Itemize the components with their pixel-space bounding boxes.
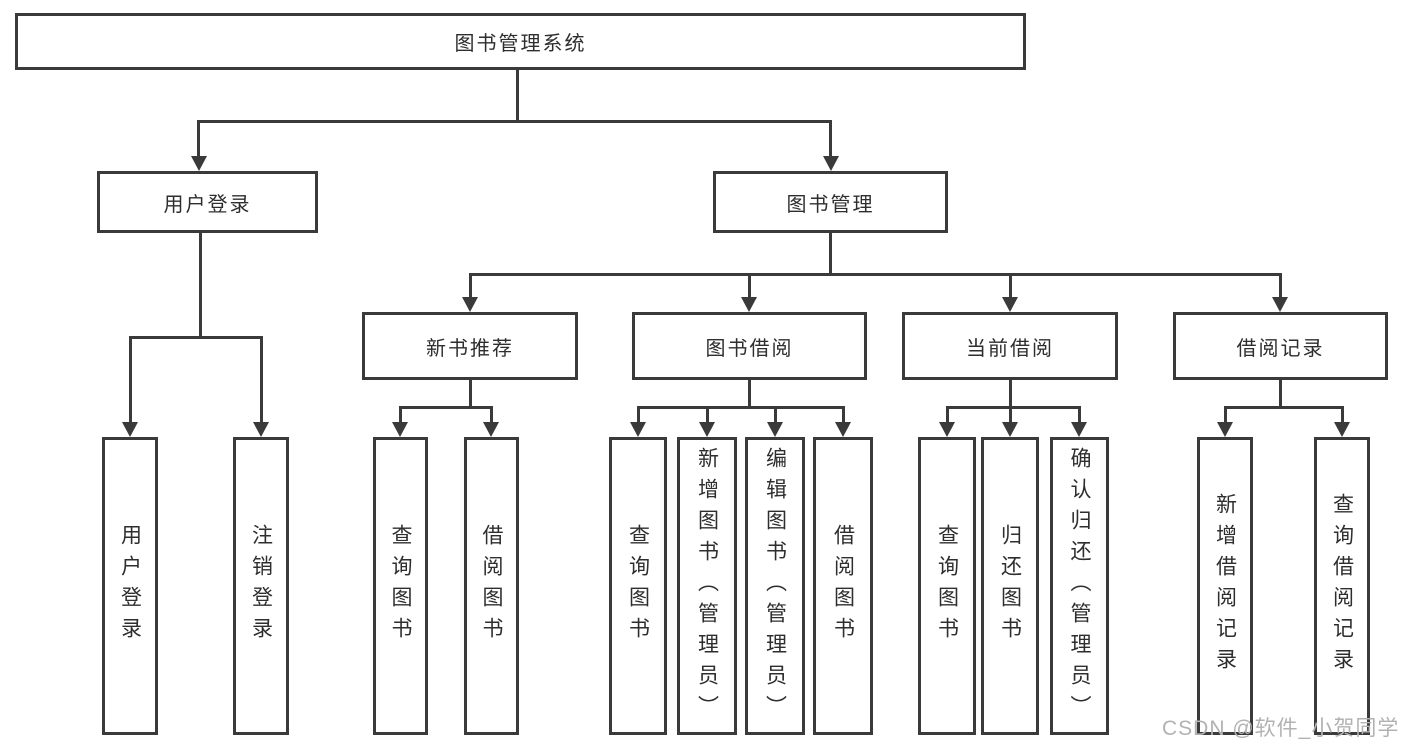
leaf-label: 借阅图书 bbox=[831, 524, 855, 648]
leaf-return-books: 归还图书 bbox=[981, 437, 1039, 735]
arrow-down-icon bbox=[1071, 422, 1087, 437]
arrow-down-icon bbox=[699, 422, 715, 437]
arrow-down-icon bbox=[767, 422, 783, 437]
arrow-down-icon bbox=[1002, 422, 1018, 437]
node-library-management-system: 图书管理系统 bbox=[15, 13, 1026, 70]
arrow-down-icon bbox=[835, 422, 851, 437]
arrow-down-icon bbox=[392, 422, 408, 437]
connector-line bbox=[828, 233, 832, 273]
connector-line bbox=[128, 336, 132, 424]
leaf-label: 确认归还（管理员） bbox=[1068, 446, 1091, 726]
leaf-label: 查询借阅记录 bbox=[1330, 493, 1354, 679]
connector-line bbox=[1340, 406, 1344, 424]
leaf-label: 借阅图书 bbox=[480, 524, 503, 648]
node-book-borrowing: 图书借阅 bbox=[632, 312, 867, 380]
connector-line bbox=[198, 233, 202, 336]
leaf-label: 新增图书（管理员） bbox=[695, 446, 719, 726]
connector-line bbox=[398, 406, 493, 409]
arrow-down-icon bbox=[190, 156, 207, 171]
connector-line bbox=[515, 70, 519, 120]
leaf-edit-books-admin: 编辑图书（管理员） bbox=[745, 437, 805, 735]
leaf-label: 归还图书 bbox=[998, 524, 1022, 648]
leaf-label: 用户登录 bbox=[118, 524, 142, 648]
connector-line bbox=[468, 380, 472, 406]
connector-line bbox=[398, 406, 402, 424]
leaf-label: 查询图书 bbox=[389, 524, 412, 648]
leaf-query-borrow-record: 查询借阅记录 bbox=[1314, 437, 1370, 735]
leaf-logout: 注销登录 bbox=[233, 437, 289, 735]
arrow-down-icon bbox=[1217, 422, 1233, 437]
leaf-user-login: 用户登录 bbox=[102, 437, 158, 735]
arrow-down-icon bbox=[122, 422, 138, 437]
connector-line bbox=[259, 336, 263, 424]
leaf-label: 查询图书 bbox=[935, 524, 959, 648]
connector-line bbox=[1008, 380, 1012, 406]
arrow-down-icon bbox=[1002, 297, 1018, 312]
leaf-borrow-books-recommend: 借阅图书 bbox=[464, 437, 519, 735]
node-new-book-recommendation: 新书推荐 bbox=[362, 312, 578, 380]
arrow-down-icon bbox=[462, 297, 478, 312]
arrow-down-icon bbox=[1334, 422, 1350, 437]
leaf-label: 新增借阅记录 bbox=[1213, 493, 1237, 679]
leaf-borrow-books-borrowing: 借阅图书 bbox=[813, 437, 873, 735]
arrow-down-icon bbox=[822, 156, 839, 171]
leaf-label: 编辑图书（管理员） bbox=[763, 446, 787, 726]
connector-line bbox=[468, 273, 472, 299]
arrow-down-icon bbox=[483, 422, 499, 437]
leaf-label: 查询图书 bbox=[626, 524, 650, 648]
connector-line bbox=[945, 406, 949, 424]
leaf-add-books-admin: 新增图书（管理员） bbox=[677, 437, 737, 735]
csdn-watermark: CSDN @软件_小贺同学 bbox=[1162, 717, 1400, 740]
connector-line bbox=[1077, 406, 1081, 424]
node-book-management: 图书管理 bbox=[713, 171, 948, 233]
connector-line bbox=[829, 120, 832, 160]
node-borrowing-records: 借阅记录 bbox=[1173, 312, 1388, 380]
arrow-down-icon bbox=[939, 422, 955, 437]
connector-line bbox=[468, 273, 1282, 276]
connector-line bbox=[773, 406, 777, 424]
connector-line bbox=[636, 406, 640, 424]
connector-line bbox=[1278, 380, 1282, 406]
arrow-down-icon bbox=[253, 422, 269, 437]
connector-line bbox=[1008, 273, 1012, 299]
leaf-add-borrow-record: 新增借阅记录 bbox=[1197, 437, 1253, 735]
connector-line bbox=[489, 406, 493, 424]
arrow-down-icon bbox=[630, 422, 646, 437]
leaf-label: 注销登录 bbox=[249, 524, 273, 648]
arrow-down-icon bbox=[741, 297, 757, 312]
connector-line bbox=[128, 336, 263, 339]
connector-line bbox=[747, 380, 751, 406]
leaf-query-books-recommend: 查询图书 bbox=[373, 437, 428, 735]
connector-line bbox=[1223, 406, 1344, 409]
connector-line bbox=[1223, 406, 1227, 424]
connector-line bbox=[841, 406, 845, 424]
leaf-query-books-borrowing: 查询图书 bbox=[609, 437, 667, 735]
leaf-query-books-current: 查询图书 bbox=[918, 437, 976, 735]
node-current-borrowing: 当前借阅 bbox=[902, 312, 1118, 380]
connector-line bbox=[705, 406, 709, 424]
connector-line bbox=[1008, 406, 1012, 424]
connector-line bbox=[1278, 273, 1282, 299]
arrow-down-icon bbox=[1272, 297, 1288, 312]
connector-line bbox=[945, 406, 1081, 409]
node-user-login: 用户登录 bbox=[97, 171, 318, 233]
connector-line bbox=[197, 120, 200, 160]
connector-line bbox=[197, 120, 832, 123]
connector-line bbox=[747, 273, 751, 299]
connector-line bbox=[636, 406, 845, 409]
leaf-confirm-return-admin: 确认归还（管理员） bbox=[1050, 437, 1109, 735]
